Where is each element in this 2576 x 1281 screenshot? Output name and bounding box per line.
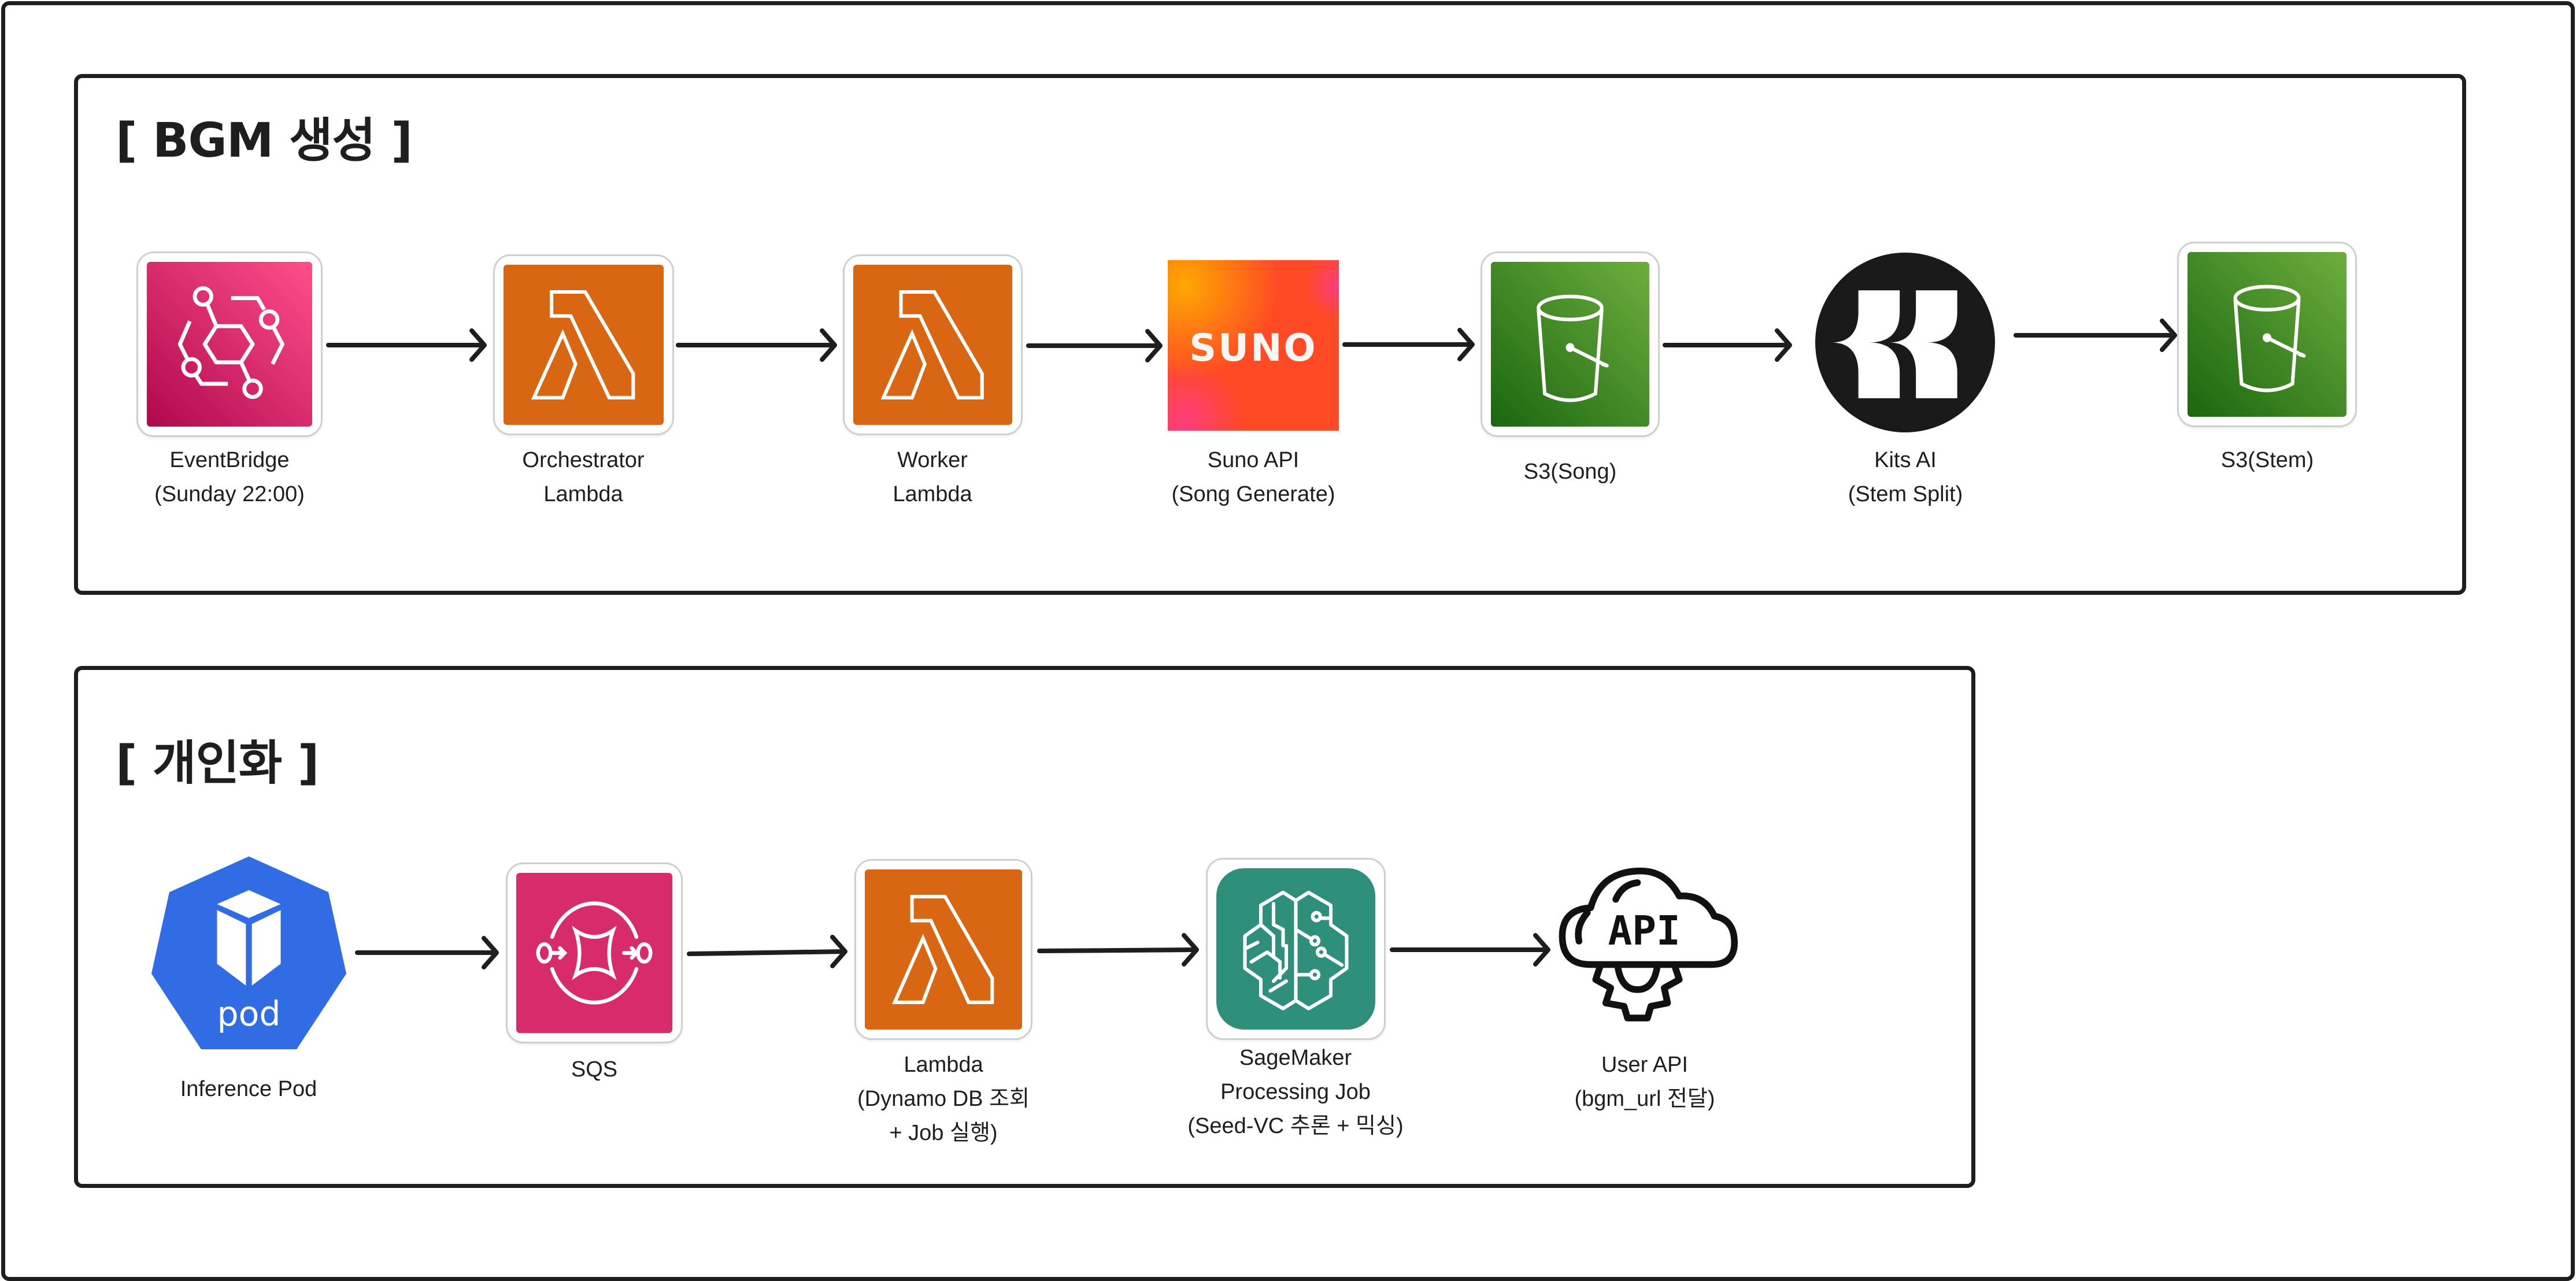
group-personalization [74,666,1975,1188]
label-line: (Seed-VC 추론 + 믹싱) [1187,1114,1404,1138]
node-user-api[interactable]: API [1554,859,1738,1027]
label-line: S3(Song) [1523,460,1617,484]
label-line: SageMaker [1239,1046,1352,1070]
node-label: Kits AI (Stem Split) [1848,443,1963,512]
label-line: Lambda [904,1053,983,1077]
node-inference-pod[interactable]: pod [149,854,349,1053]
group-title-personalization: [ 개인화 ] [116,736,319,791]
kits-ai-logo [1815,253,1995,432]
node-sqs[interactable] [506,862,683,1043]
label-line: Lambda [543,482,623,506]
label-line: + Job 실행) [889,1121,998,1145]
svg-text:API: API [1608,908,1680,954]
label-line: Suno API [1207,448,1300,472]
label-line: Processing Job [1220,1080,1371,1104]
node-label: SageMaker Processing Job (Seed-VC 추론 + 믹… [1187,1041,1403,1143]
s3-bucket-icon [2188,252,2346,417]
label-line: Worker [897,448,968,472]
node-label: S3(Stem) [2221,443,2314,477]
s3-bucket-icon [1491,262,1649,427]
label-line: (Dynamo DB 조회 [857,1087,1030,1111]
label-line: S3(Stem) [2220,448,2314,472]
node-label: User API (bgm_url 전달) [1574,1048,1715,1116]
node-s3-stem[interactable] [2177,242,2357,427]
label-line: EventBridge [169,448,290,472]
suno-logo: SUNO [1168,260,1339,431]
node-label: EventBridge (Sunday 22:00) [154,443,305,512]
lambda-icon [865,869,1022,1030]
label-line: Inference Pod [180,1077,317,1101]
label-line: (bgm_url 전달) [1574,1087,1715,1111]
node-label: Orchestrator Lambda [522,443,644,512]
group-bgm-generation [74,74,2466,595]
label-line: Kits AI [1874,448,1937,472]
svg-text:SUNO: SUNO [1189,327,1317,370]
group-title-bgm: [ BGM 생성 ] [116,113,413,168]
label-line: Orchestrator [522,448,645,472]
node-label: SQS [571,1053,617,1087]
sqs-icon [516,873,672,1033]
label-line: (Song Generate) [1171,482,1335,506]
node-eventbridge[interactable] [136,251,323,437]
eventbridge-icon [147,262,312,427]
node-label: Worker Lambda [893,443,972,512]
kubernetes-pod-icon: pod [151,856,347,1050]
sagemaker-icon [1216,868,1375,1030]
label-line: SQS [571,1057,618,1082]
label-line: User API [1601,1053,1688,1077]
node-lambda-dynamo[interactable] [854,859,1032,1040]
node-sagemaker-processing-job[interactable] [1206,858,1386,1040]
node-worker-lambda[interactable] [843,254,1023,435]
node-label: Inference Pod [180,1072,317,1106]
node-s3-song[interactable] [1481,251,1660,437]
node-label: Suno API (Song Generate) [1171,443,1335,512]
api-cloud-gear-icon: API [1559,867,1738,1021]
node-kits-ai[interactable] [1815,253,1995,432]
lambda-icon [504,265,664,425]
svg-text:pod: pod [217,994,280,1034]
label-line: Lambda [893,482,972,506]
node-orchestrator-lambda[interactable] [493,254,674,435]
node-suno-api[interactable]: SUNO [1168,260,1339,431]
lambda-icon [853,265,1012,425]
label-line: (Stem Split) [1848,482,1963,506]
node-label: Lambda (Dynamo DB 조회 + Job 실행) [857,1048,1030,1150]
label-line: (Sunday 22:00) [154,482,305,506]
node-label: S3(Song) [1524,455,1617,489]
